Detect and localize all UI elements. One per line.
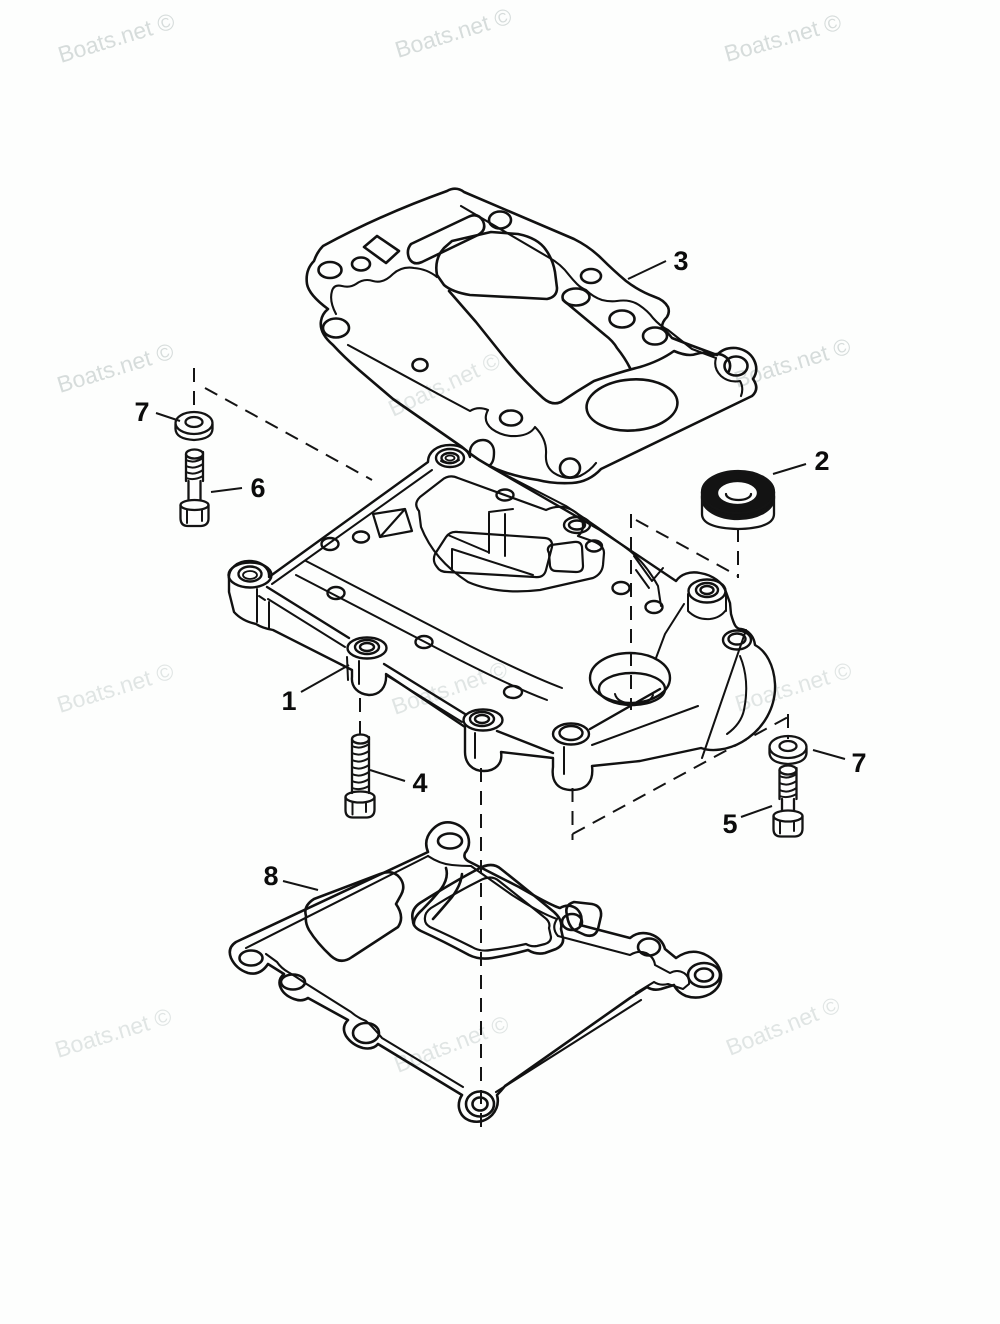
svg-text:6: 6 [250, 473, 265, 503]
svg-text:3: 3 [673, 246, 688, 276]
svg-text:8: 8 [263, 861, 278, 891]
svg-text:4: 4 [412, 768, 427, 798]
svg-text:1: 1 [281, 686, 296, 716]
svg-text:7: 7 [134, 397, 149, 427]
svg-text:7: 7 [851, 748, 866, 778]
svg-text:5: 5 [722, 809, 737, 839]
svg-text:2: 2 [814, 446, 829, 476]
